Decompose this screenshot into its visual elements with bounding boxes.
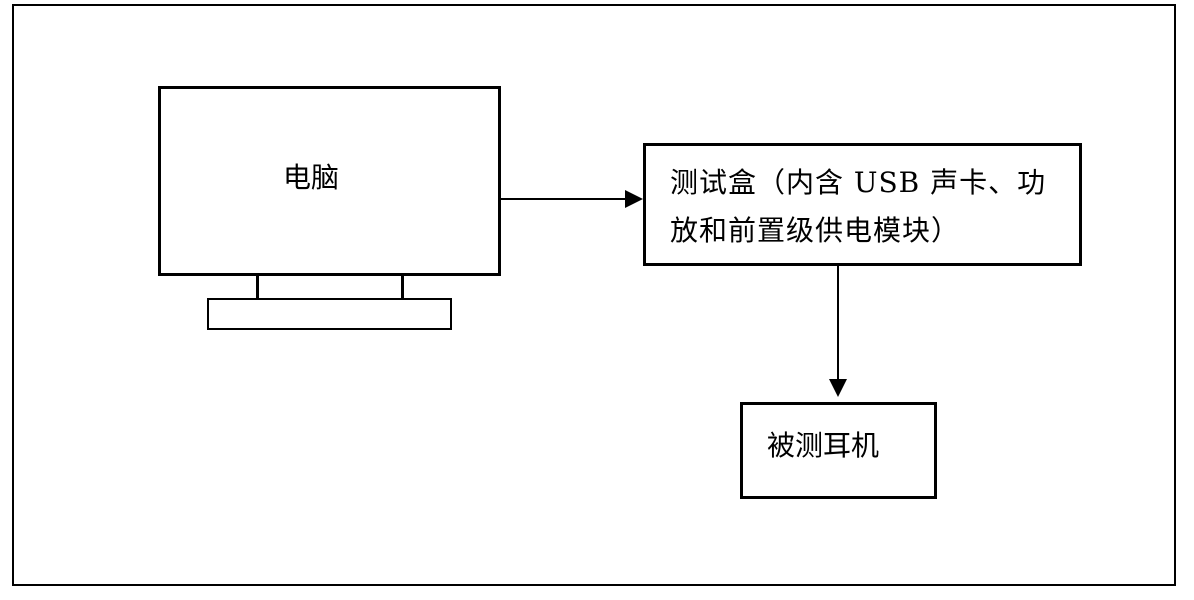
diagram-frame	[12, 4, 1176, 586]
monitor-stand-right	[401, 276, 404, 300]
monitor-stand-left	[256, 276, 259, 300]
test-box-label-line1: 测试盒（内含 USB 声卡、功	[670, 166, 1047, 199]
test-box: 测试盒（内含 USB 声卡、功 放和前置级供电模块）	[643, 143, 1082, 266]
connector-testbox-to-headphone	[837, 266, 839, 380]
arrow-to-headphone	[829, 379, 847, 397]
connector-computer-to-testbox	[501, 198, 627, 200]
arrow-to-testbox	[625, 190, 643, 208]
monitor-base	[207, 298, 452, 330]
computer-monitor: 电脑	[158, 86, 501, 276]
headphone-box: 被测耳机	[740, 402, 937, 499]
computer-label: 电脑	[283, 161, 340, 194]
headphone-label: 被测耳机	[767, 429, 880, 462]
test-box-label-line2: 放和前置级供电模块）	[670, 214, 961, 247]
